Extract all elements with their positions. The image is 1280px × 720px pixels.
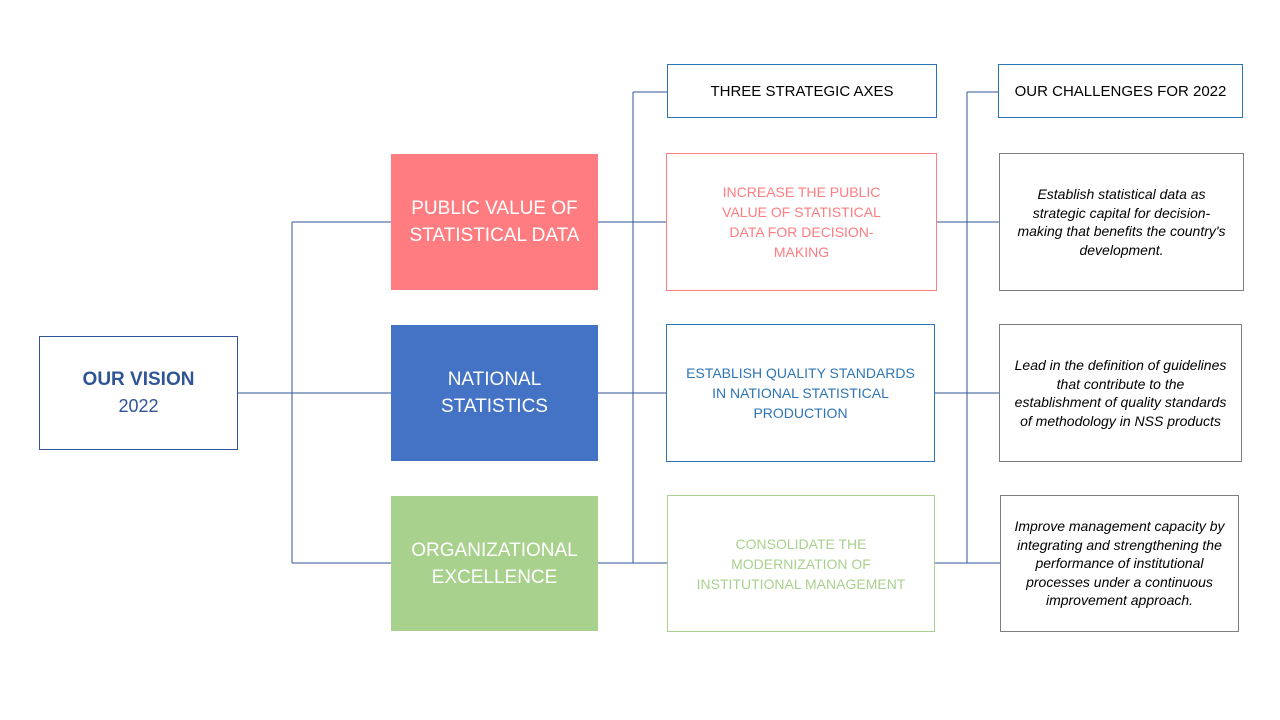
vision-title: OUR VISION <box>82 369 195 390</box>
vision-box: OUR VISION 2022 <box>39 336 238 450</box>
axis-box-modernization: CONSOLIDATE THE MODERNIZATION OF INSTITU… <box>667 495 935 632</box>
challenge-text: Lead in the definition of guidelines tha… <box>1014 357 1227 429</box>
pillar-organizational-excellence: ORGANIZATIONAL EXCELLENCE <box>391 496 598 631</box>
header-strategic-axes: THREE STRATEGIC AXES <box>667 64 937 118</box>
pillar-public-value: PUBLIC VALUE OF STATISTICAL DATA <box>391 154 598 290</box>
challenge-box-quality-guidelines: Lead in the definition of guidelines tha… <box>999 324 1242 462</box>
header-label: THREE STRATEGIC AXES <box>710 82 894 100</box>
challenge-box-management-capacity: Improve management capacity by integrati… <box>1000 495 1239 632</box>
axis-text: CONSOLIDATE THE MODERNIZATION OF INSTITU… <box>696 535 906 592</box>
challenge-box-statistical-capital: Establish statistical data as strategic … <box>999 153 1244 291</box>
challenge-text: Establish statistical data as strategic … <box>1017 186 1226 258</box>
challenge-text: Improve management capacity by integrati… <box>1014 518 1225 609</box>
vision-year: 2022 <box>118 396 159 416</box>
axis-text: ESTABLISH QUALITY STANDARDS IN NATIONAL … <box>686 365 915 421</box>
axis-box-public-value: INCREASE THE PUBLIC VALUE OF STATISTICAL… <box>666 153 937 291</box>
pillar-label: PUBLIC VALUE OF STATISTICAL DATA <box>409 198 580 246</box>
pillar-label: ORGANIZATIONAL EXCELLENCE <box>411 539 578 588</box>
axis-box-quality-standards: ESTABLISH QUALITY STANDARDS IN NATIONAL … <box>666 324 935 462</box>
pillar-national-statistics: NATIONAL STATISTICS <box>391 325 598 461</box>
header-label: OUR CHALLENGES FOR 2022 <box>1014 82 1227 100</box>
axis-text: INCREASE THE PUBLIC VALUE OF STATISTICAL… <box>722 184 881 260</box>
pillar-label: NATIONAL STATISTICS <box>441 369 548 417</box>
header-challenges: OUR CHALLENGES FOR 2022 <box>998 64 1243 118</box>
